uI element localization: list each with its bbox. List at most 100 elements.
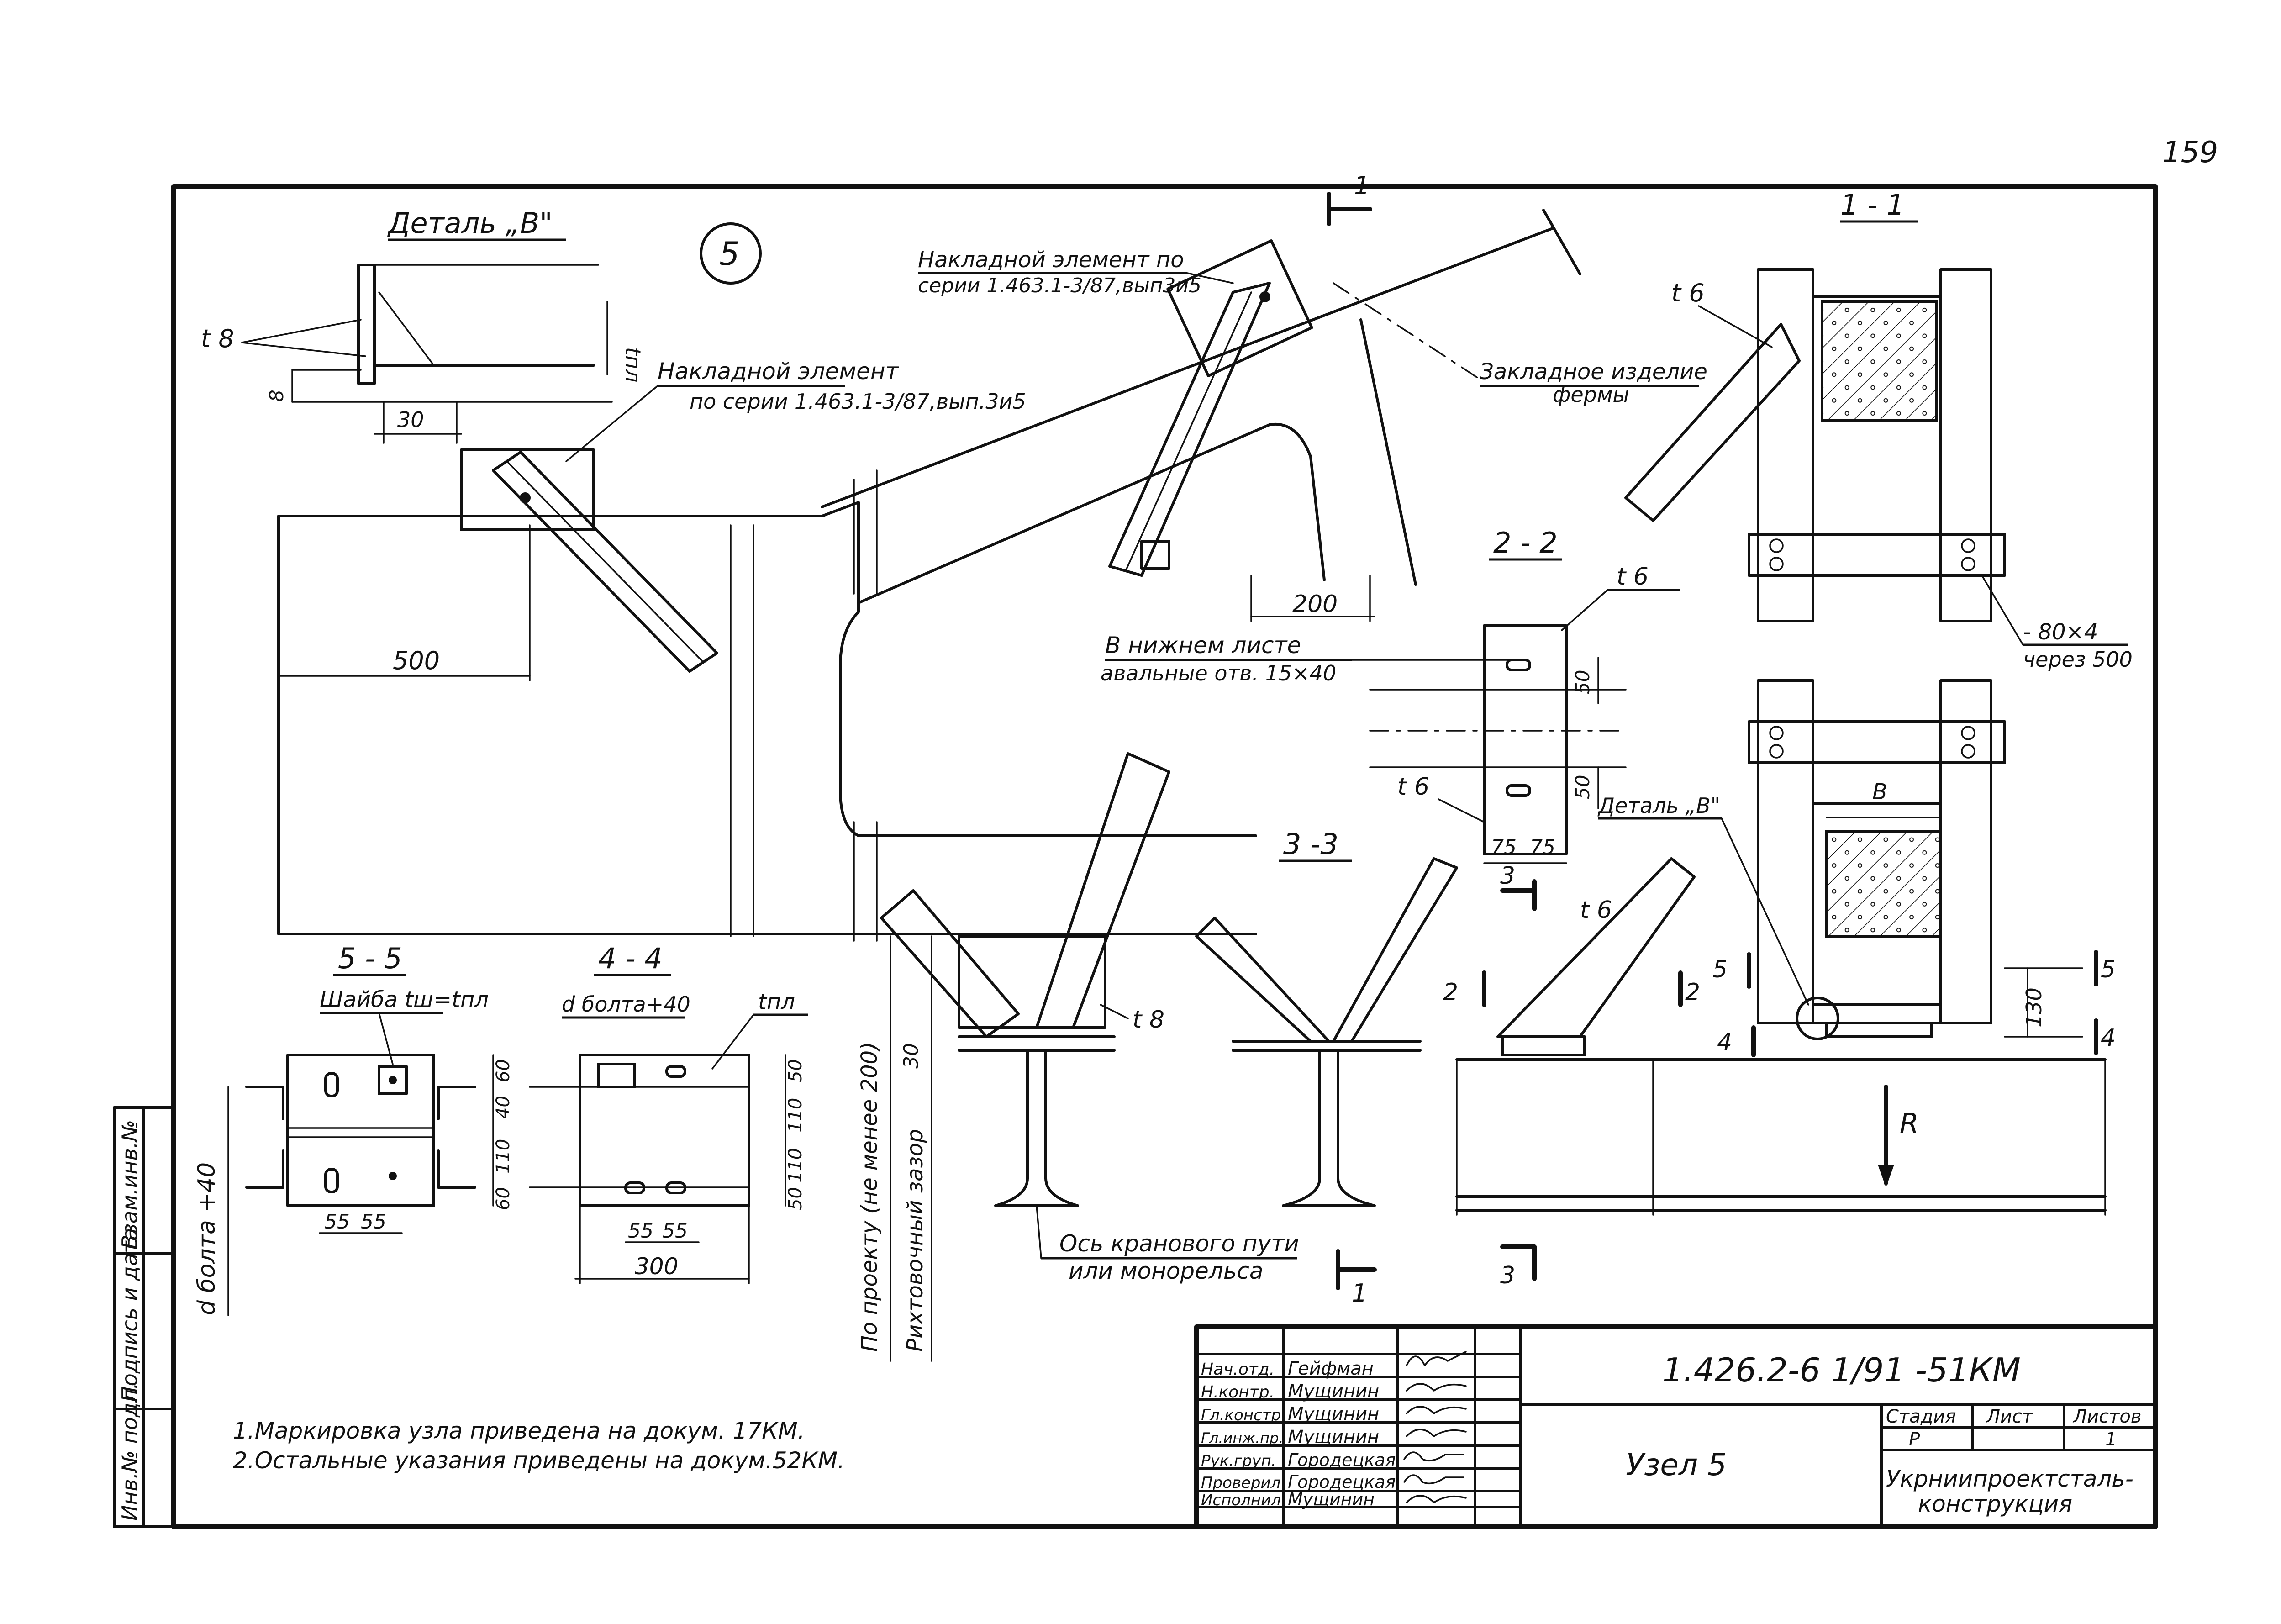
truss-elevation: 500 Накладной элемент по серии 1.463.1-3… [277,171,1707,942]
cut-mark-4-left: 4 [1717,1029,1732,1056]
cut-mark-3-bottom: 3 [1500,1262,1515,1289]
label-t6-d: t 6 [1580,896,1612,924]
rail-section-mid: t 8 По проекту (не менее 200) Рихтовочны… [857,752,1377,1362]
cut-mark-5-right: 5 [2101,956,2116,983]
dim-40: 40 [493,1096,514,1119]
cut-mark-1-top: 1 [1354,171,1370,200]
label-strip-1: - 80×4 [2023,619,2098,645]
label-lower-sheet-1: В нижнем листе [1105,632,1301,659]
dim-8: 8 [265,390,288,402]
dim-60-b: 60 [493,1187,514,1210]
rail-elevation-right: t 6 3 2 2 5 4 R 3 [1443,857,2107,1289]
section-4-4: 4 - 4 d болта+40 tпл 50 110 110 50 55 55… [529,942,808,1284]
dim-50-a: 50 [1571,670,1594,694]
label-by-project: По проекту (не менее 200) [857,1042,882,1352]
sec-4-4-title: 4 - 4 [598,942,663,975]
section-5-5: 5 - 5 Шайба tш=tпл 60 40 110 60 55 55 d … [193,942,514,1316]
dim-30-gap: 30 [900,1043,923,1069]
label-strip-2: через 500 [2023,647,2133,672]
role-3: Гл.инж.пр. [1201,1429,1284,1447]
detail-b: Деталь „В" t 8 tпл 8 30 [201,206,645,444]
role-0: Нач.отд. [1201,1360,1275,1379]
section-2-2: 2 - 2 t 6 50 50 t 6 75 75 [1369,526,1680,864]
label-axis-1: Ось кранового пути [1059,1230,1299,1257]
label-bolt-d-vert: d болта +40 [193,1162,221,1315]
cut-mark-2-right: 2 [1685,979,1700,1006]
cut-mark-3-top: 3 [1500,862,1515,890]
sec-3-3-title: 3 -3 [1283,828,1338,861]
dim-30: 30 [397,407,424,432]
stamp-inv-podl: Инв.№ подл. [117,1382,142,1521]
label-overlay-left-2: по серии 1.463.1-3/87,вып.3и5 [690,389,1026,414]
dim-500: 500 [393,646,440,675]
dim-110-b: 110 [785,1098,806,1133]
label-tpl: tпл [621,347,645,383]
org-line-1: Укрниипроектсталь- [1886,1466,2133,1492]
name-1: Мущинин [1288,1381,1379,1402]
dim-110-a: 110 [493,1139,514,1174]
role-2: Гл.констр. [1201,1406,1286,1424]
label-overlay-top-2: серии 1.463.1-3/87,вып3и5 [918,274,1201,297]
detail-b-title: Деталь „В" [387,206,553,240]
sheet-title: Узел 5 [1626,1447,1727,1482]
signature-0 [1406,1351,1467,1366]
stage-value: Р [1909,1429,1920,1450]
sheets-header: Листов [2072,1406,2141,1427]
dim-50-d: 50 [785,1187,806,1210]
note-2: 2.Остальные указания приведены на докум.… [233,1447,845,1474]
label-axis-2: или монорельса [1069,1258,1264,1284]
stage-header: Стадия [1886,1406,1956,1427]
dim-200: 200 [1292,591,1338,618]
label-t8-right: t 8 [1133,1006,1164,1033]
stamp-signature-date: Подпись и дата [117,1228,142,1402]
concrete-block-top [1821,300,1938,422]
title-block: 1.426.2-6 1/91 -51КМ Узел 5 Стадия Лист … [1194,1324,2158,1529]
name-5: Городецкая [1288,1472,1396,1492]
label-t6-c: t 6 [1397,773,1429,801]
cut-mark-2-left: 2 [1443,979,1458,1006]
node-number: 5 [719,235,740,273]
cut-mark-4-right: 4 [2101,1024,2116,1052]
dim-55-d: 55 [662,1219,688,1243]
role-5: Проверил [1201,1474,1280,1492]
signature-2 [1406,1406,1467,1414]
signature-3 [1406,1429,1467,1437]
note-1: 1.Маркировка узла приведена на докум. 17… [233,1418,805,1444]
name-2: Мущинин [1288,1404,1379,1425]
signature-4 [1403,1451,1464,1462]
signature-1 [1406,1383,1467,1392]
role-1: Н.контр. [1201,1383,1275,1402]
dim-55-c: 55 [628,1219,653,1243]
side-stamp: Инв.№ подл. Подпись и дата Взам.инв.№ [113,1106,175,1528]
role-6: Исполнил [1201,1491,1281,1509]
label-overlay-left-1: Накладной элемент [658,358,900,385]
label-embedded-2: фермы [1553,382,1629,407]
label-bolt-d-40: d болта+40 [562,992,690,1017]
name-0: Гейфман [1288,1358,1374,1379]
stamp-vzam-inv: Взам.инв.№ [117,1120,142,1249]
concrete-block-bottom [1825,830,1942,938]
label-t6-a: t 6 [1671,279,1705,307]
label-rect-gap: Рихтовочный зазор [902,1129,928,1352]
sec-1-1-title: 1 - 1 [1840,188,1905,221]
dim-130: 130 [2022,987,2046,1028]
label-b: В [1872,779,1887,805]
dim-60-a: 60 [493,1059,514,1082]
notes: 1.Маркировка узла приведена на докум. 17… [233,1418,845,1474]
node-marker: 5 [700,222,762,285]
label-t6-b: t 6 [1617,563,1649,591]
dim-50-b: 50 [1571,775,1594,799]
name-3: Мущинин [1288,1427,1379,1448]
label-detail-ref: Деталь „В" [1597,793,1720,818]
page-number: 159 [2162,136,2218,169]
dim-50-c: 50 [785,1059,806,1082]
signature-6 [1406,1495,1467,1503]
label-tpl-44: tпл [758,989,795,1015]
name-4: Городецкая [1288,1450,1396,1470]
cut-mark-5-left: 5 [1712,956,1728,983]
sheets-value: 1 [2105,1429,2117,1450]
dim-75-b: 75 [1530,836,1555,859]
dim-75-a: 75 [1491,836,1517,859]
section-1-1: 1 - 1 t 6 - 80×4 через 500 В Деталь [1597,188,2133,1055]
